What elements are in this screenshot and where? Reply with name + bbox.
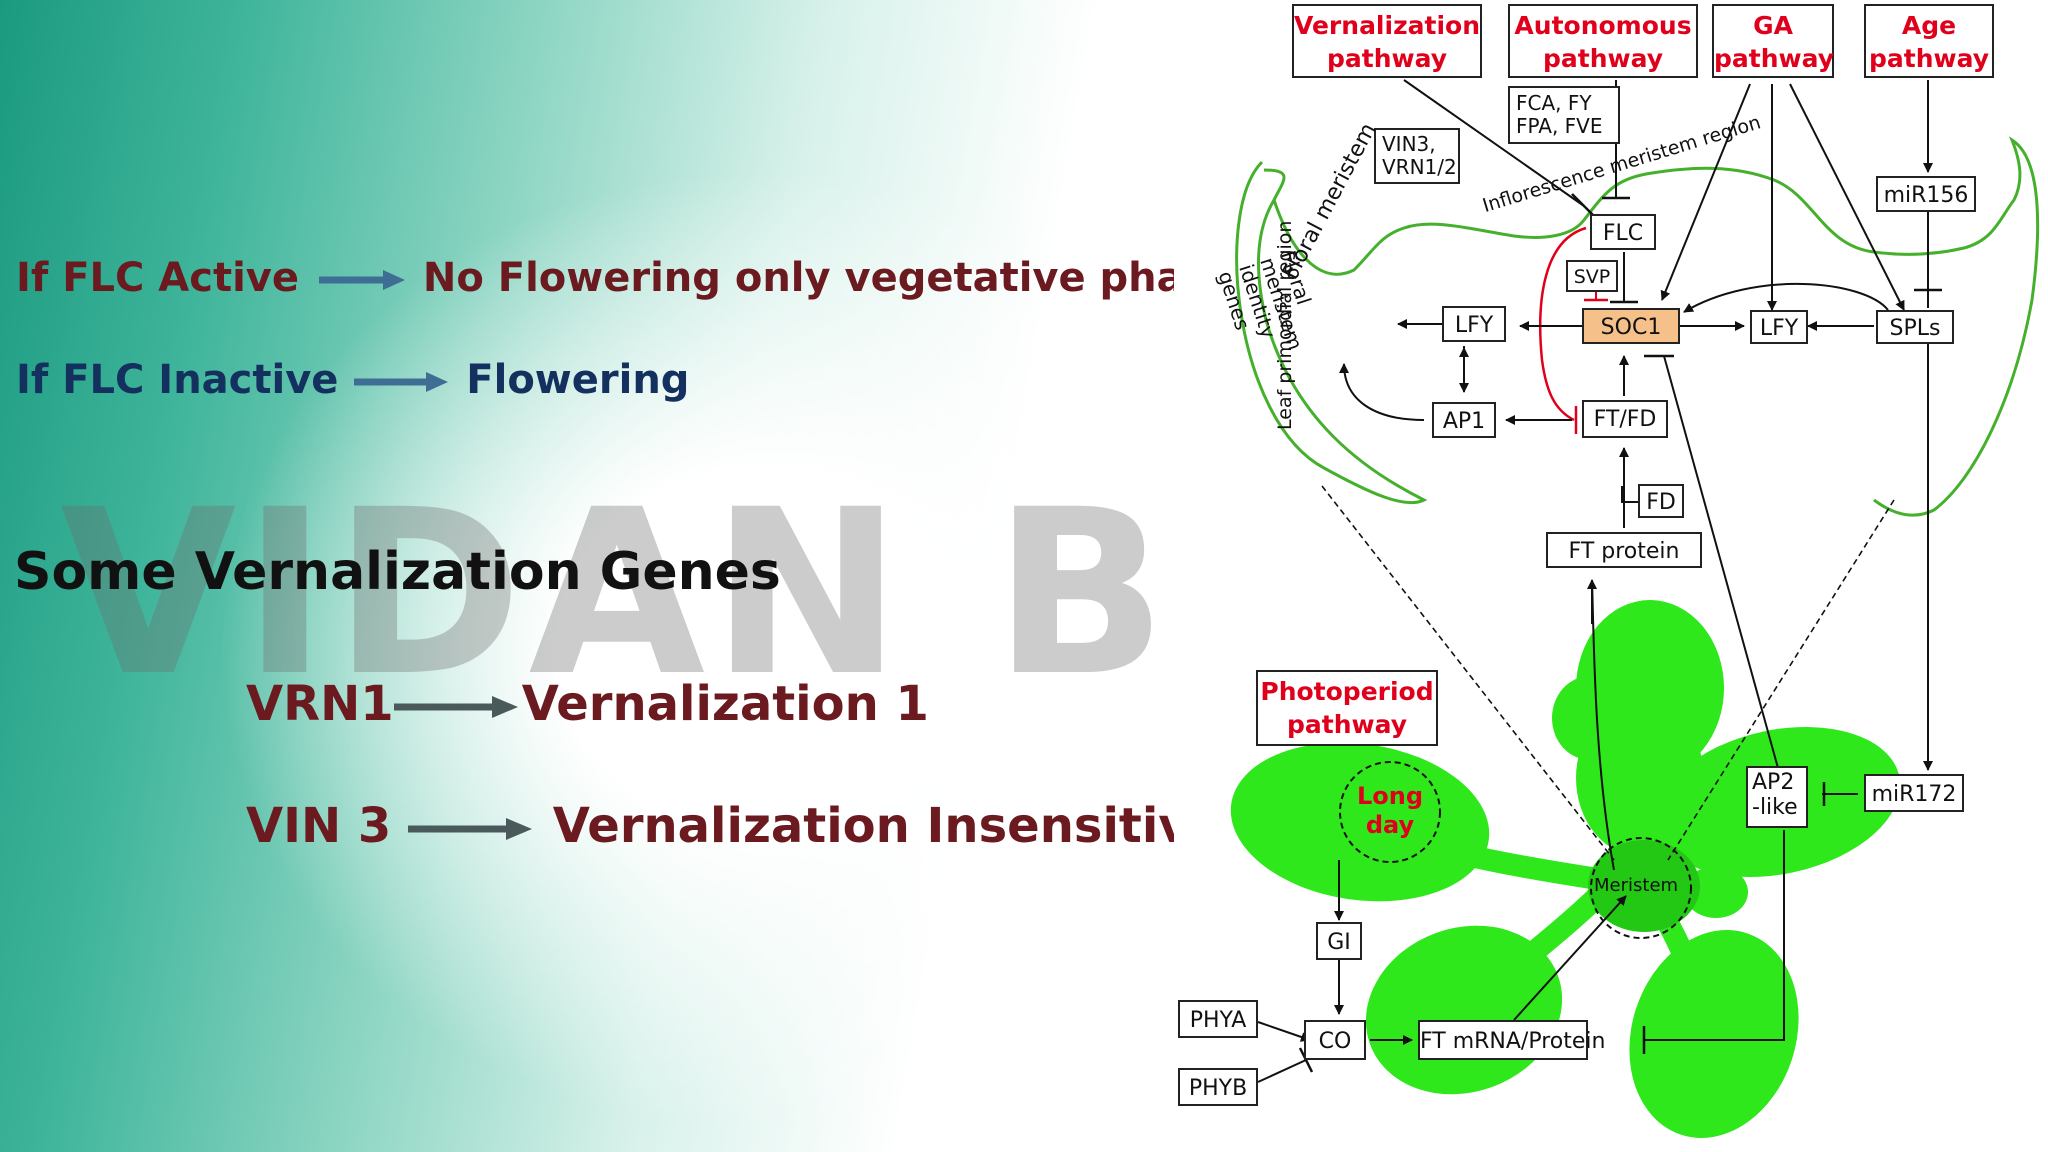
meristem-region-outline bbox=[1235, 136, 2040, 517]
phyb-box: PHYB bbox=[1178, 1068, 1258, 1106]
meristem-label: Meristem bbox=[1594, 875, 1679, 896]
long-day-label: Long day bbox=[1356, 782, 1424, 839]
autonomous-pathway-box: Autonomous pathway bbox=[1508, 4, 1698, 78]
ft-protein-box: FT protein bbox=[1546, 532, 1702, 568]
lfy-right-box: LFY bbox=[1750, 310, 1808, 344]
ft-mrna-protein-box: FT mRNA/Protein bbox=[1418, 1020, 1605, 1060]
gene-name: Vernalization 1 bbox=[521, 676, 929, 732]
flc-active-label: If FLC Active bbox=[16, 255, 300, 301]
photoperiod-pathway-box: Photoperiod pathway bbox=[1256, 670, 1438, 746]
fd-box: FD bbox=[1638, 484, 1684, 518]
arrow-right-icon bbox=[408, 818, 533, 840]
flc-inactive-label: If FLC Inactive bbox=[16, 357, 339, 403]
arrow-right-icon bbox=[393, 696, 518, 718]
arrow-right-icon bbox=[354, 372, 449, 392]
gene-symbol: VRN1 bbox=[246, 676, 394, 732]
ftfd-box: FT/FD bbox=[1582, 400, 1668, 438]
spls-box: SPLs bbox=[1876, 310, 1954, 344]
flc-inactive-result: Flowering bbox=[466, 357, 690, 403]
gene-label: FPA, FVE bbox=[1516, 114, 1603, 138]
gene-row-vin3: VIN 3 Vernalization Insensitive 3 bbox=[246, 798, 1272, 854]
ap1-box: AP1 bbox=[1432, 402, 1496, 438]
gene-name: Vernalization Insensitive 3 bbox=[552, 798, 1273, 854]
arrow-right-icon bbox=[318, 270, 405, 290]
flc-box: FLC bbox=[1590, 214, 1656, 250]
meristem-circle bbox=[1590, 837, 1692, 939]
gene-label: VRN1/2 bbox=[1382, 155, 1457, 179]
gene-row-vrn1: VRN1 Vernalization 1 bbox=[246, 676, 929, 732]
flc-active-result: No Flowering only vegetative phase bbox=[422, 255, 1235, 301]
svp-box: SVP bbox=[1566, 260, 1618, 292]
co-box: CO bbox=[1304, 1020, 1366, 1060]
mir156-box: miR156 bbox=[1876, 176, 1976, 212]
autonomous-genes-box: FCA, FY FPA, FVE bbox=[1508, 86, 1620, 144]
lfy-left-box: LFY bbox=[1442, 306, 1506, 342]
slide-background bbox=[0, 0, 1174, 1152]
flc-inactive-line: If FLC Inactive Flowering bbox=[16, 356, 689, 404]
long-day-circle bbox=[1339, 761, 1441, 863]
ap2-like-box: AP2-like bbox=[1746, 766, 1808, 828]
section-title: Some Vernalization Genes bbox=[14, 542, 781, 602]
mir172-box: miR172 bbox=[1864, 774, 1964, 812]
flowering-pathway-diagram: Vernalization pathway Autonomous pathway… bbox=[1174, 0, 2048, 1152]
phya-box: PHYA bbox=[1178, 1000, 1258, 1038]
age-pathway-box: Age pathway bbox=[1864, 4, 1994, 78]
flc-active-line: If FLC Active No Flowering only vegetati… bbox=[16, 254, 1235, 302]
gene-symbol: VIN 3 bbox=[246, 798, 392, 854]
ga-pathway-box: GA pathway bbox=[1712, 4, 1834, 78]
vernalization-genes-box: VIN3, VRN1/2 bbox=[1374, 128, 1460, 184]
gene-label: FCA, FY bbox=[1516, 91, 1592, 115]
vernalization-pathway-box: Vernalization pathway bbox=[1292, 4, 1482, 78]
gene-label: VIN3, bbox=[1382, 132, 1436, 156]
gi-box: GI bbox=[1316, 922, 1362, 960]
soc1-box: SOC1 bbox=[1582, 308, 1680, 344]
